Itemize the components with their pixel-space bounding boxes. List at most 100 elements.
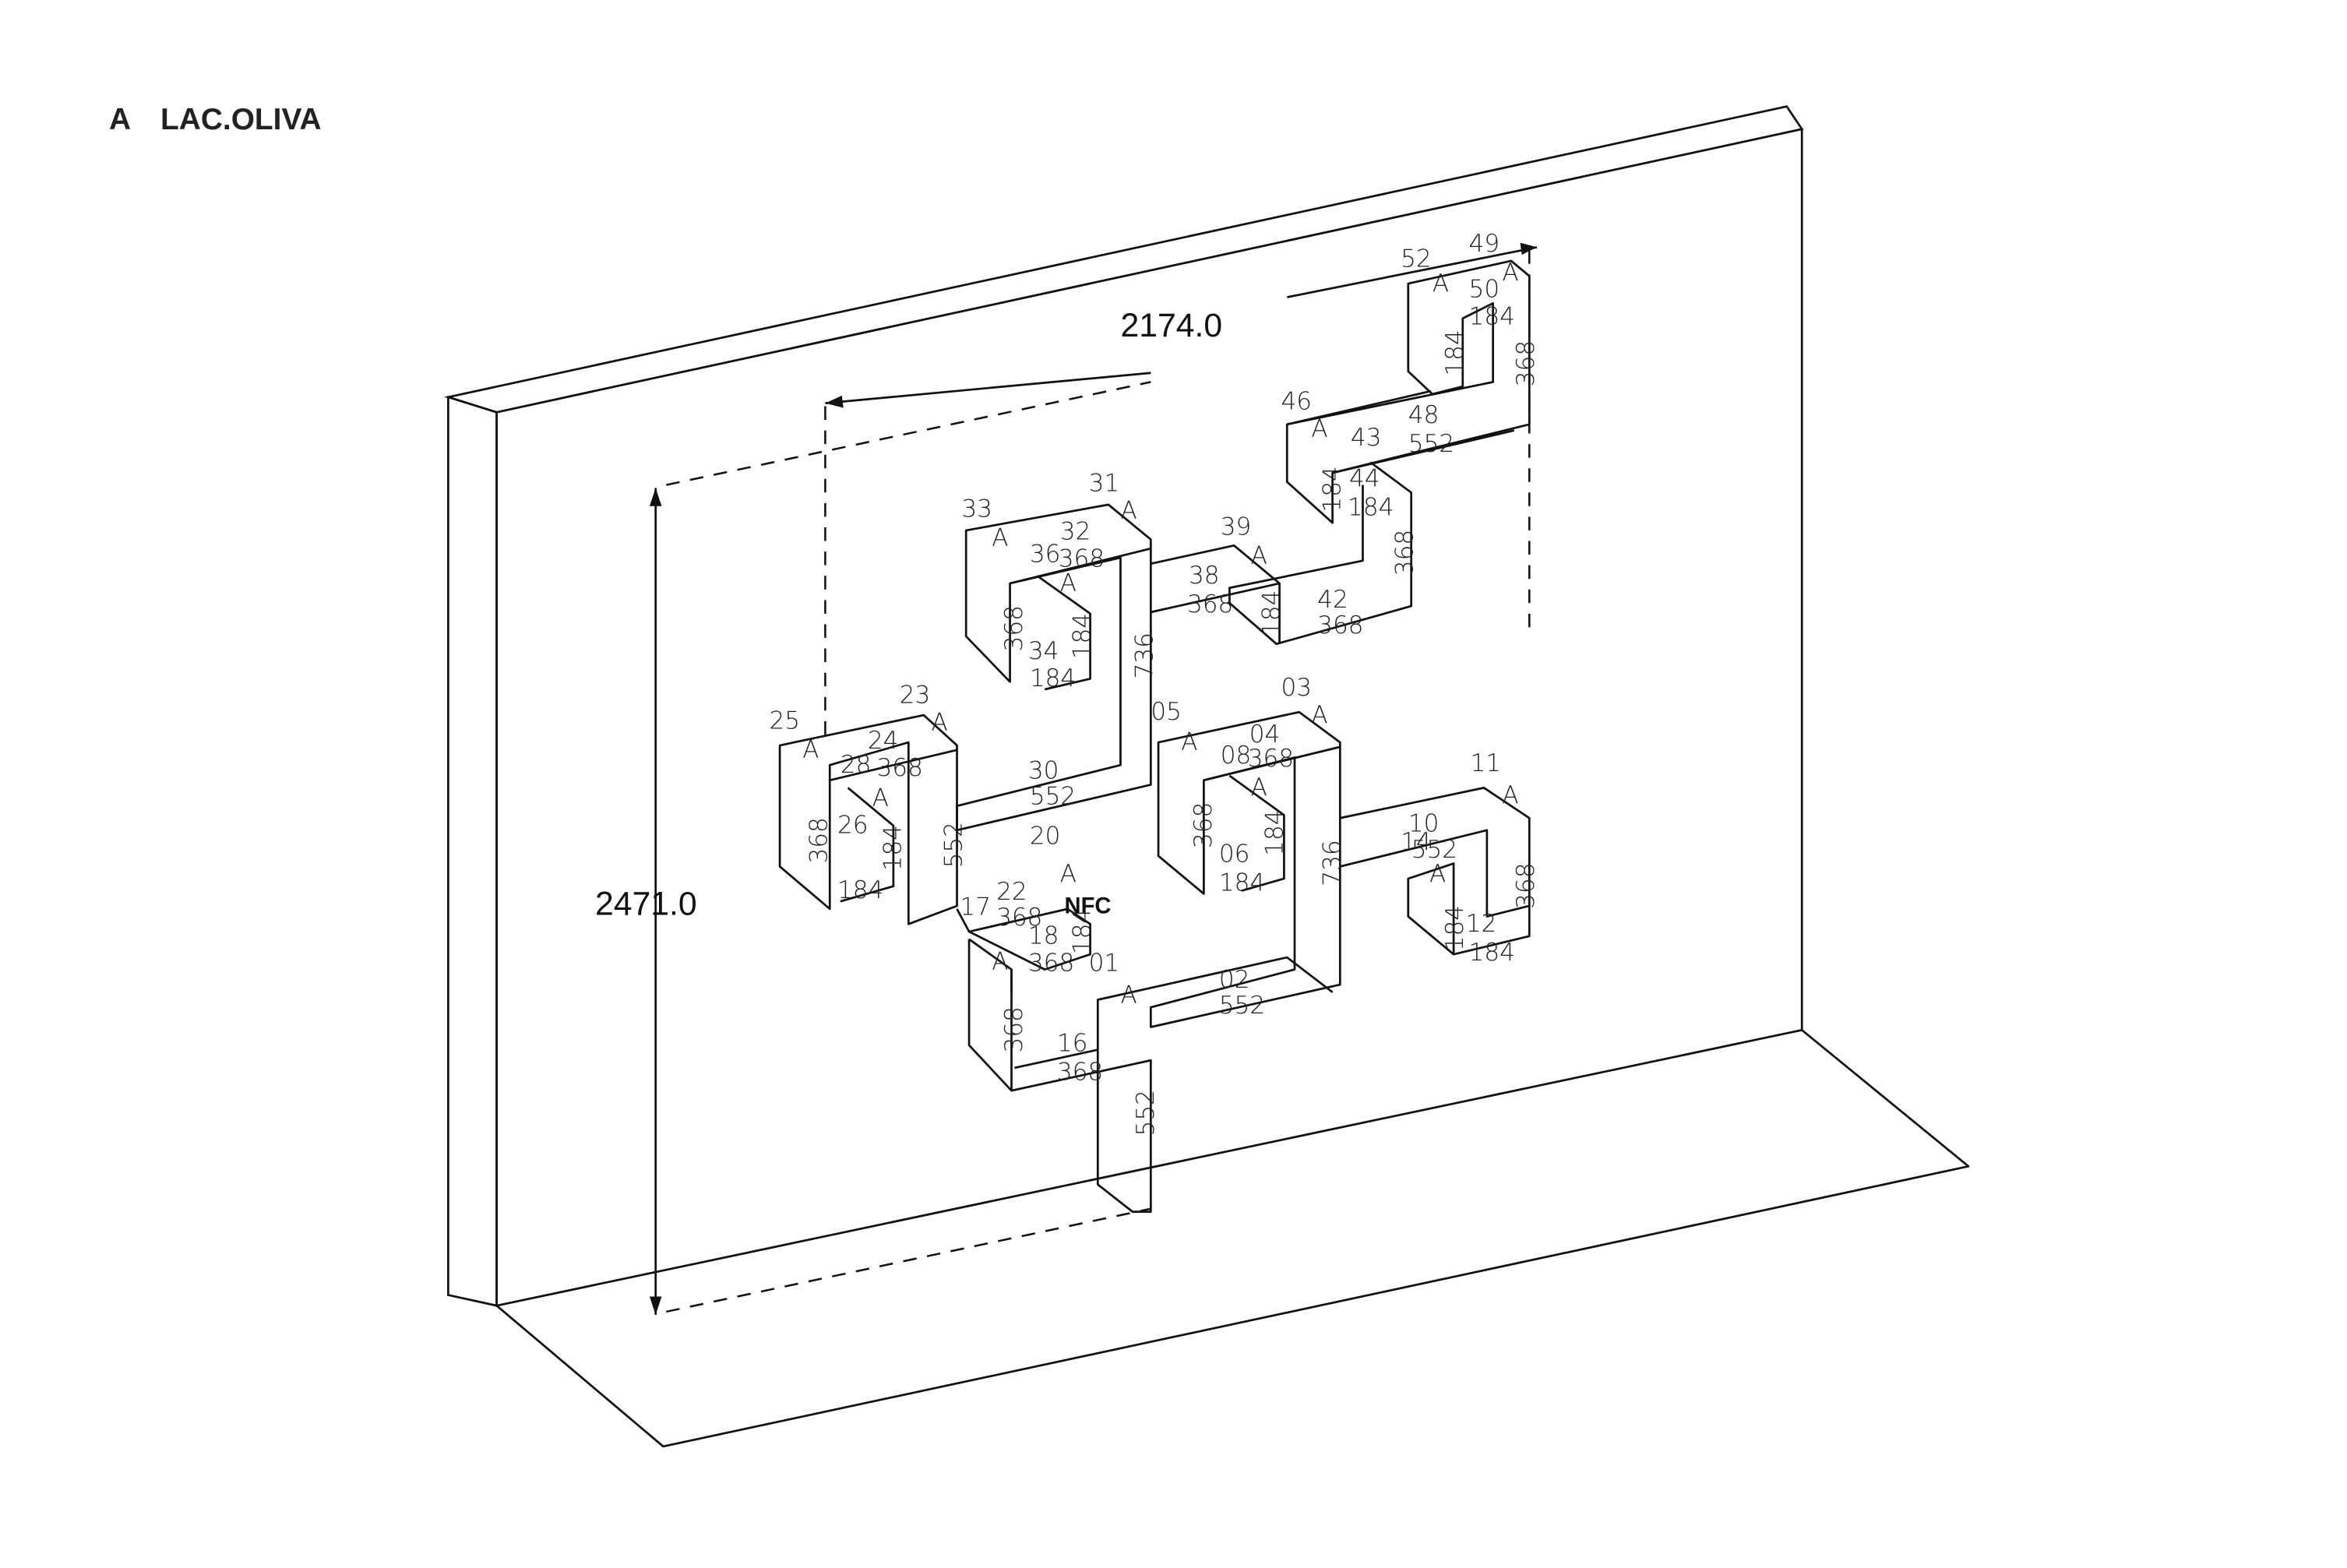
drawing-label: A: [872, 784, 889, 812]
drawing-label: 368: [996, 904, 1042, 932]
drawing-label: 184: [1318, 466, 1346, 512]
drawing-label: 184: [837, 876, 883, 904]
drawing-label: 48: [1408, 401, 1440, 429]
drawing-label: 184: [1030, 664, 1076, 692]
drawing-label: 03: [1281, 674, 1313, 702]
drawing-label: 184: [879, 825, 907, 871]
drawing-label: 368: [1317, 611, 1363, 640]
drawing-label: 36: [1030, 541, 1061, 569]
drawing-label: 28: [840, 751, 872, 779]
drawing-label: 368: [1512, 340, 1540, 386]
drawing-label: 368: [1000, 1006, 1028, 1052]
drawing-label: 184: [1069, 908, 1097, 954]
drawing-label: 46: [1281, 387, 1313, 415]
drawing-label: 32: [1060, 518, 1091, 546]
drawing-label: A: [1060, 569, 1077, 597]
drawing-label: A: [1502, 781, 1518, 809]
drawing-label: 16: [1057, 1030, 1088, 1058]
drawing-label: A: [992, 523, 1008, 551]
drawing-label: 33: [961, 495, 992, 523]
drawing-label: 368: [1391, 530, 1419, 576]
drawing-label: 18: [1028, 922, 1059, 950]
drawing-label: 368: [1248, 745, 1294, 773]
drawing-label: 31: [1089, 469, 1120, 497]
drawing-label: 184: [1469, 939, 1515, 967]
drawing-label: 184: [1219, 869, 1265, 897]
drawing-label: 20: [1030, 822, 1061, 850]
drawing-label: A: [1181, 728, 1197, 756]
drawing-label: A: [1433, 270, 1449, 298]
drawing-label: 08: [1221, 742, 1252, 770]
drawing-label: 42: [1317, 586, 1348, 614]
drawing-label: 39: [1221, 513, 1252, 541]
drawing-label: 368: [1057, 1059, 1103, 1087]
drawing-label: A: [1311, 414, 1327, 442]
drawing-label: 368: [805, 817, 833, 863]
drawing-label: A: [1120, 496, 1136, 524]
dimension-lines: 2174.0 2471.0: [595, 242, 1538, 1315]
drawing-label: A: [802, 735, 819, 763]
drawing-label: A: [1429, 860, 1446, 888]
drawing-label: 368: [1512, 863, 1540, 909]
drawing-label: 184: [1260, 809, 1288, 855]
drawing-label: 22: [996, 878, 1027, 906]
drawing-label: 368: [1028, 950, 1074, 978]
height-dimension: 2471.0: [595, 886, 697, 923]
drawing-label: 368: [1000, 605, 1028, 651]
drawing-label: 552: [1030, 783, 1076, 811]
drawing-label: A: [1251, 773, 1267, 802]
drawing-label: 736: [1130, 632, 1158, 678]
drawing-label: A: [1060, 860, 1077, 888]
drawing-label: 184: [1441, 329, 1469, 375]
wall-side: [447, 395, 498, 1307]
drawing-label: 04: [1249, 721, 1281, 749]
drawing-label: 368: [1059, 545, 1105, 573]
drawing-label: 12: [1466, 910, 1497, 938]
drawing-label: A: [931, 708, 947, 736]
drawing-label: 01: [1089, 950, 1120, 978]
drawing-label: 552: [1132, 1090, 1160, 1136]
drawing-label: 552: [939, 822, 967, 868]
panel-length-labels: 184 184 368 552 184 184 368 368 368 368 …: [805, 303, 1540, 1136]
drawing-label: 38: [1189, 562, 1220, 590]
drawing-label: 17: [960, 893, 991, 921]
drawing-label: 184: [1441, 905, 1469, 951]
drawing-label: 368: [1187, 590, 1233, 618]
drawing-label: 552: [1408, 430, 1454, 458]
drawing-label: 24: [868, 727, 899, 755]
drawing-label: 368: [1189, 802, 1218, 848]
drawing-label: 736: [1318, 840, 1346, 886]
drawing-label: 368: [877, 754, 923, 782]
drawing-label: 14: [1401, 828, 1432, 856]
drawing-label: 06: [1219, 840, 1250, 869]
drawing-label: 43: [1351, 424, 1382, 452]
wall: [444, 105, 1970, 1448]
drawing-label: 30: [1028, 757, 1059, 785]
drawing-label: 10: [1408, 810, 1440, 838]
floor: [495, 1029, 1970, 1448]
drawing-label: A: [1251, 542, 1267, 570]
drawing-label: 23: [900, 682, 931, 710]
drawing-label: 26: [837, 812, 869, 840]
drawing-label: 552: [1411, 836, 1457, 864]
drawing-label: A: [1120, 981, 1136, 1009]
drawing-label: 552: [1219, 992, 1265, 1020]
drawing-label: 50: [1469, 276, 1500, 304]
drawing-label: 184: [1258, 590, 1286, 636]
drawing-label: A: [1502, 259, 1518, 287]
drawing-label: 184: [1069, 613, 1097, 659]
title-finish: LAC.OLIVA: [160, 103, 322, 136]
drawing-label: 34: [1028, 637, 1059, 665]
drawing-label: 184: [1469, 303, 1515, 331]
drawing-label: 02: [1219, 966, 1250, 994]
drawing-label: 184: [1348, 493, 1394, 521]
assembly-markers: A A A A A A A A A A A A A A A A A A: [802, 259, 1518, 1009]
drawing-label: 05: [1151, 698, 1182, 726]
drawing-label: 49: [1469, 230, 1500, 258]
nfc-label: NFC: [1065, 894, 1112, 919]
title-code: A: [109, 103, 131, 136]
drawing-label: A: [992, 948, 1008, 976]
drawing-label: 11: [1470, 749, 1501, 777]
